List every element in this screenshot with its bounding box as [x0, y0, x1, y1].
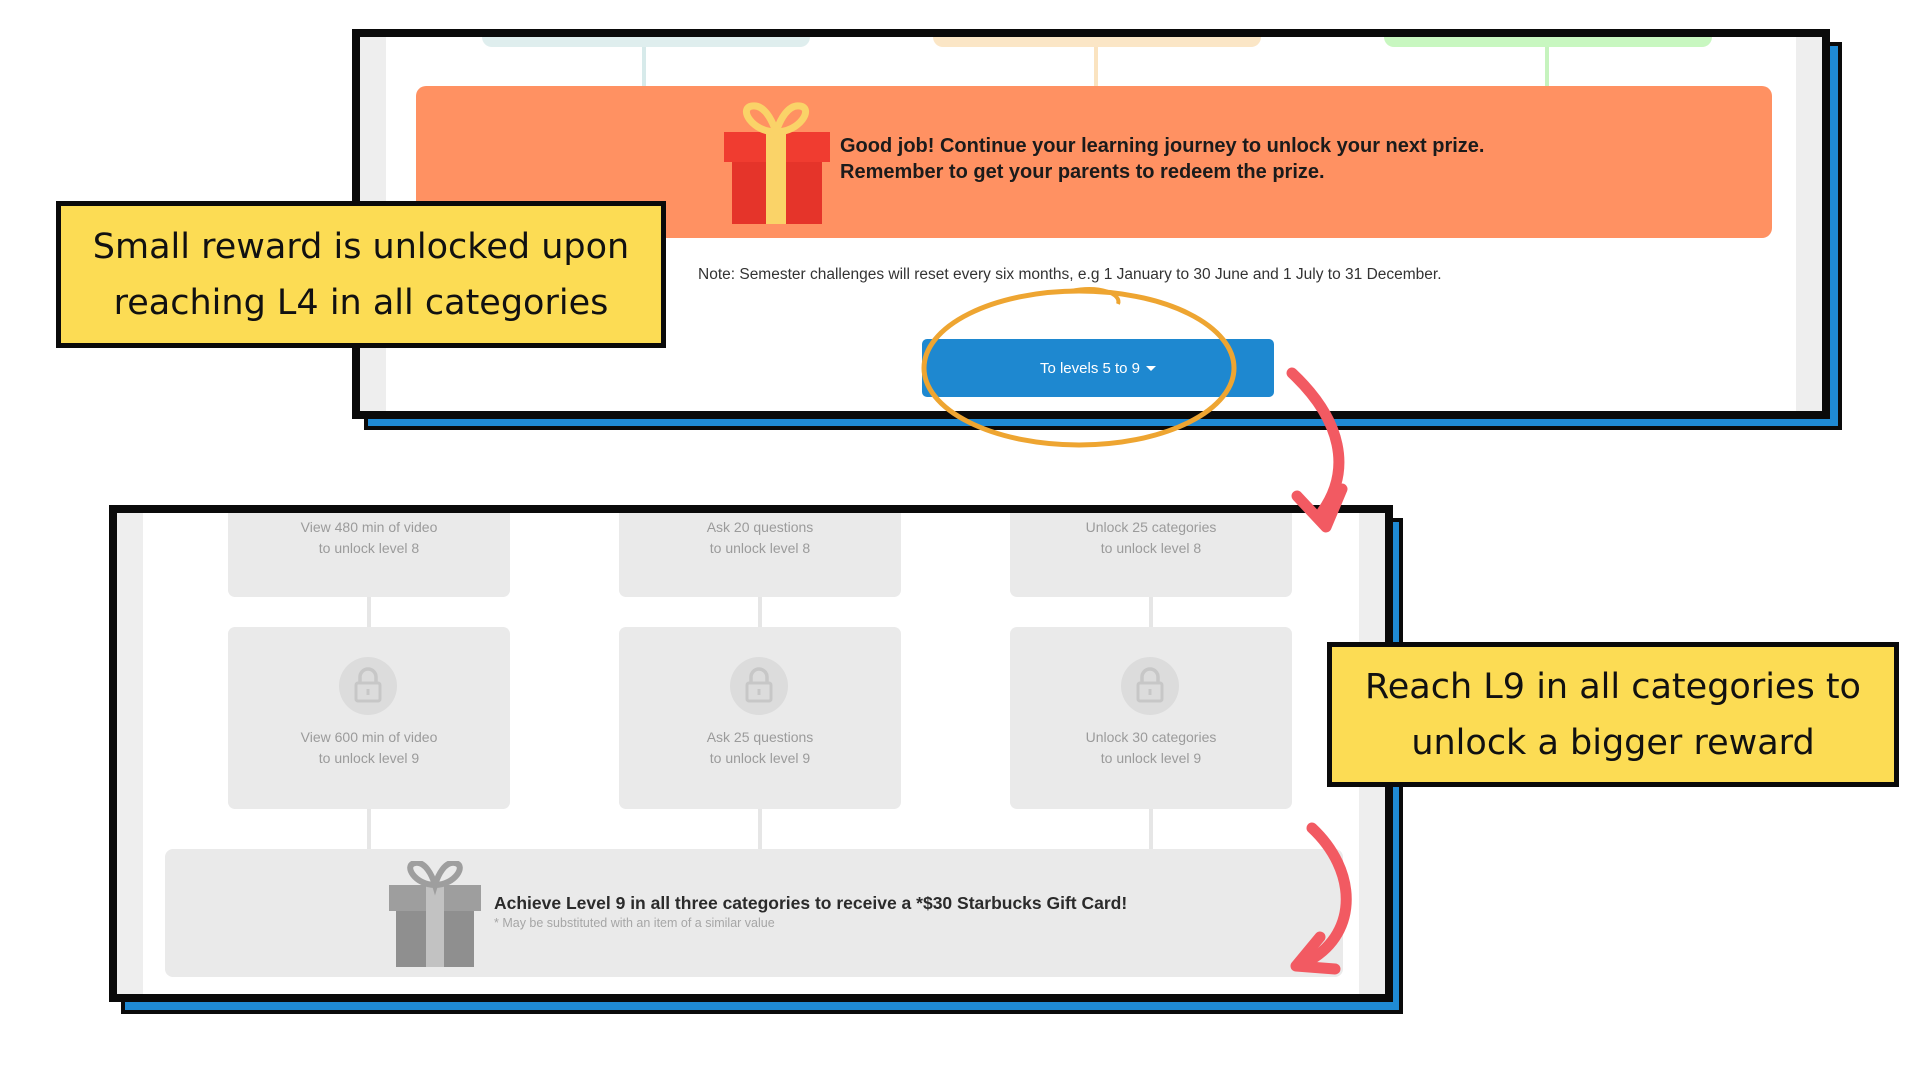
- card-text-line1: Unlock 25 categories: [1085, 519, 1217, 535]
- right-gutter: [1796, 37, 1822, 411]
- lock-icon: [1121, 657, 1179, 715]
- card-text-line1: Unlock 30 categories: [1085, 729, 1217, 745]
- column-tab-video: [482, 37, 810, 47]
- callout-big-reward: Reach L9 in all categories to unlock a b…: [1327, 642, 1899, 787]
- lock-icon: [730, 657, 788, 715]
- callout-small-reward: Small reward is unlocked upon reaching L…: [56, 201, 666, 348]
- level-8-card-video: View 480 min of video to unlock level 8: [228, 513, 510, 597]
- level-9-card-video: View 600 min of video to unlock level 9: [228, 627, 510, 809]
- semester-reset-note: Note: Semester challenges will reset eve…: [698, 266, 1442, 283]
- card-text-line2: to unlock level 9: [709, 750, 811, 766]
- card-connector: [758, 809, 762, 849]
- card-connector: [367, 809, 371, 849]
- reward-message-line2: Remember to get your parents to redeem t…: [840, 161, 1325, 183]
- level-progress-screenshot-bottom: View 480 min of video to unlock level 8 …: [109, 505, 1393, 1002]
- column-connector: [1545, 47, 1549, 87]
- callout-big-line1: Reach L9 in all categories to: [1365, 666, 1861, 707]
- column-tab-categories: [1384, 37, 1712, 47]
- card-text-line1: Ask 25 questions: [706, 729, 814, 745]
- big-reward-banner: Achieve Level 9 in all three categories …: [165, 849, 1343, 977]
- left-gutter: [117, 513, 143, 994]
- callout-small-line2: reaching L4 in all categories: [113, 282, 609, 323]
- callout-big-line2: unlock a bigger reward: [1411, 722, 1815, 763]
- card-connector: [367, 597, 371, 627]
- card-connector: [758, 597, 762, 627]
- reward-message: Good job! Continue your learning journey…: [840, 133, 1484, 185]
- level-9-card-categories: Unlock 30 categories to unlock level 9: [1010, 627, 1292, 809]
- card-text-line2: to unlock level 8: [318, 540, 420, 556]
- curved-arrow-icon: [1286, 367, 1348, 533]
- column-connector: [1094, 47, 1098, 87]
- levels-5-to-9-button[interactable]: To levels 5 to 9: [922, 339, 1274, 397]
- card-text-line2: to unlock level 9: [318, 750, 420, 766]
- gift-icon: [389, 861, 481, 967]
- gift-icon: [724, 102, 830, 224]
- level-8-card-questions: Ask 20 questions to unlock level 8: [619, 513, 901, 597]
- column-connector: [642, 47, 646, 87]
- big-reward-subtitle: * May be substituted with an item of a s…: [494, 916, 775, 930]
- callout-small-line1: Small reward is unlocked upon: [92, 226, 630, 267]
- lock-icon: [339, 657, 397, 715]
- card-connector: [1149, 597, 1153, 627]
- card-text-line2: to unlock level 8: [709, 540, 811, 556]
- big-reward-title: Achieve Level 9 in all three categories …: [494, 893, 1128, 913]
- level-9-card-questions: Ask 25 questions to unlock level 9: [619, 627, 901, 809]
- column-tab-questions: [933, 37, 1261, 47]
- level-8-card-categories: Unlock 25 categories to unlock level 8: [1010, 513, 1292, 597]
- card-text-line1: View 480 min of video: [300, 519, 438, 535]
- card-connector: [1149, 809, 1153, 849]
- card-text-line2: to unlock level 9: [1100, 750, 1202, 766]
- caret-down-icon: [1146, 365, 1157, 371]
- highlight-ring: [921, 287, 1237, 448]
- levels-button-label: To levels 5 to 9: [1039, 359, 1141, 377]
- curved-arrow-icon: [1290, 822, 1352, 975]
- reward-message-line1: Good job! Continue your learning journey…: [840, 135, 1485, 157]
- card-text-line1: Ask 20 questions: [706, 519, 814, 535]
- card-text-line1: View 600 min of video: [300, 729, 438, 745]
- card-text-line2: to unlock level 8: [1100, 540, 1202, 556]
